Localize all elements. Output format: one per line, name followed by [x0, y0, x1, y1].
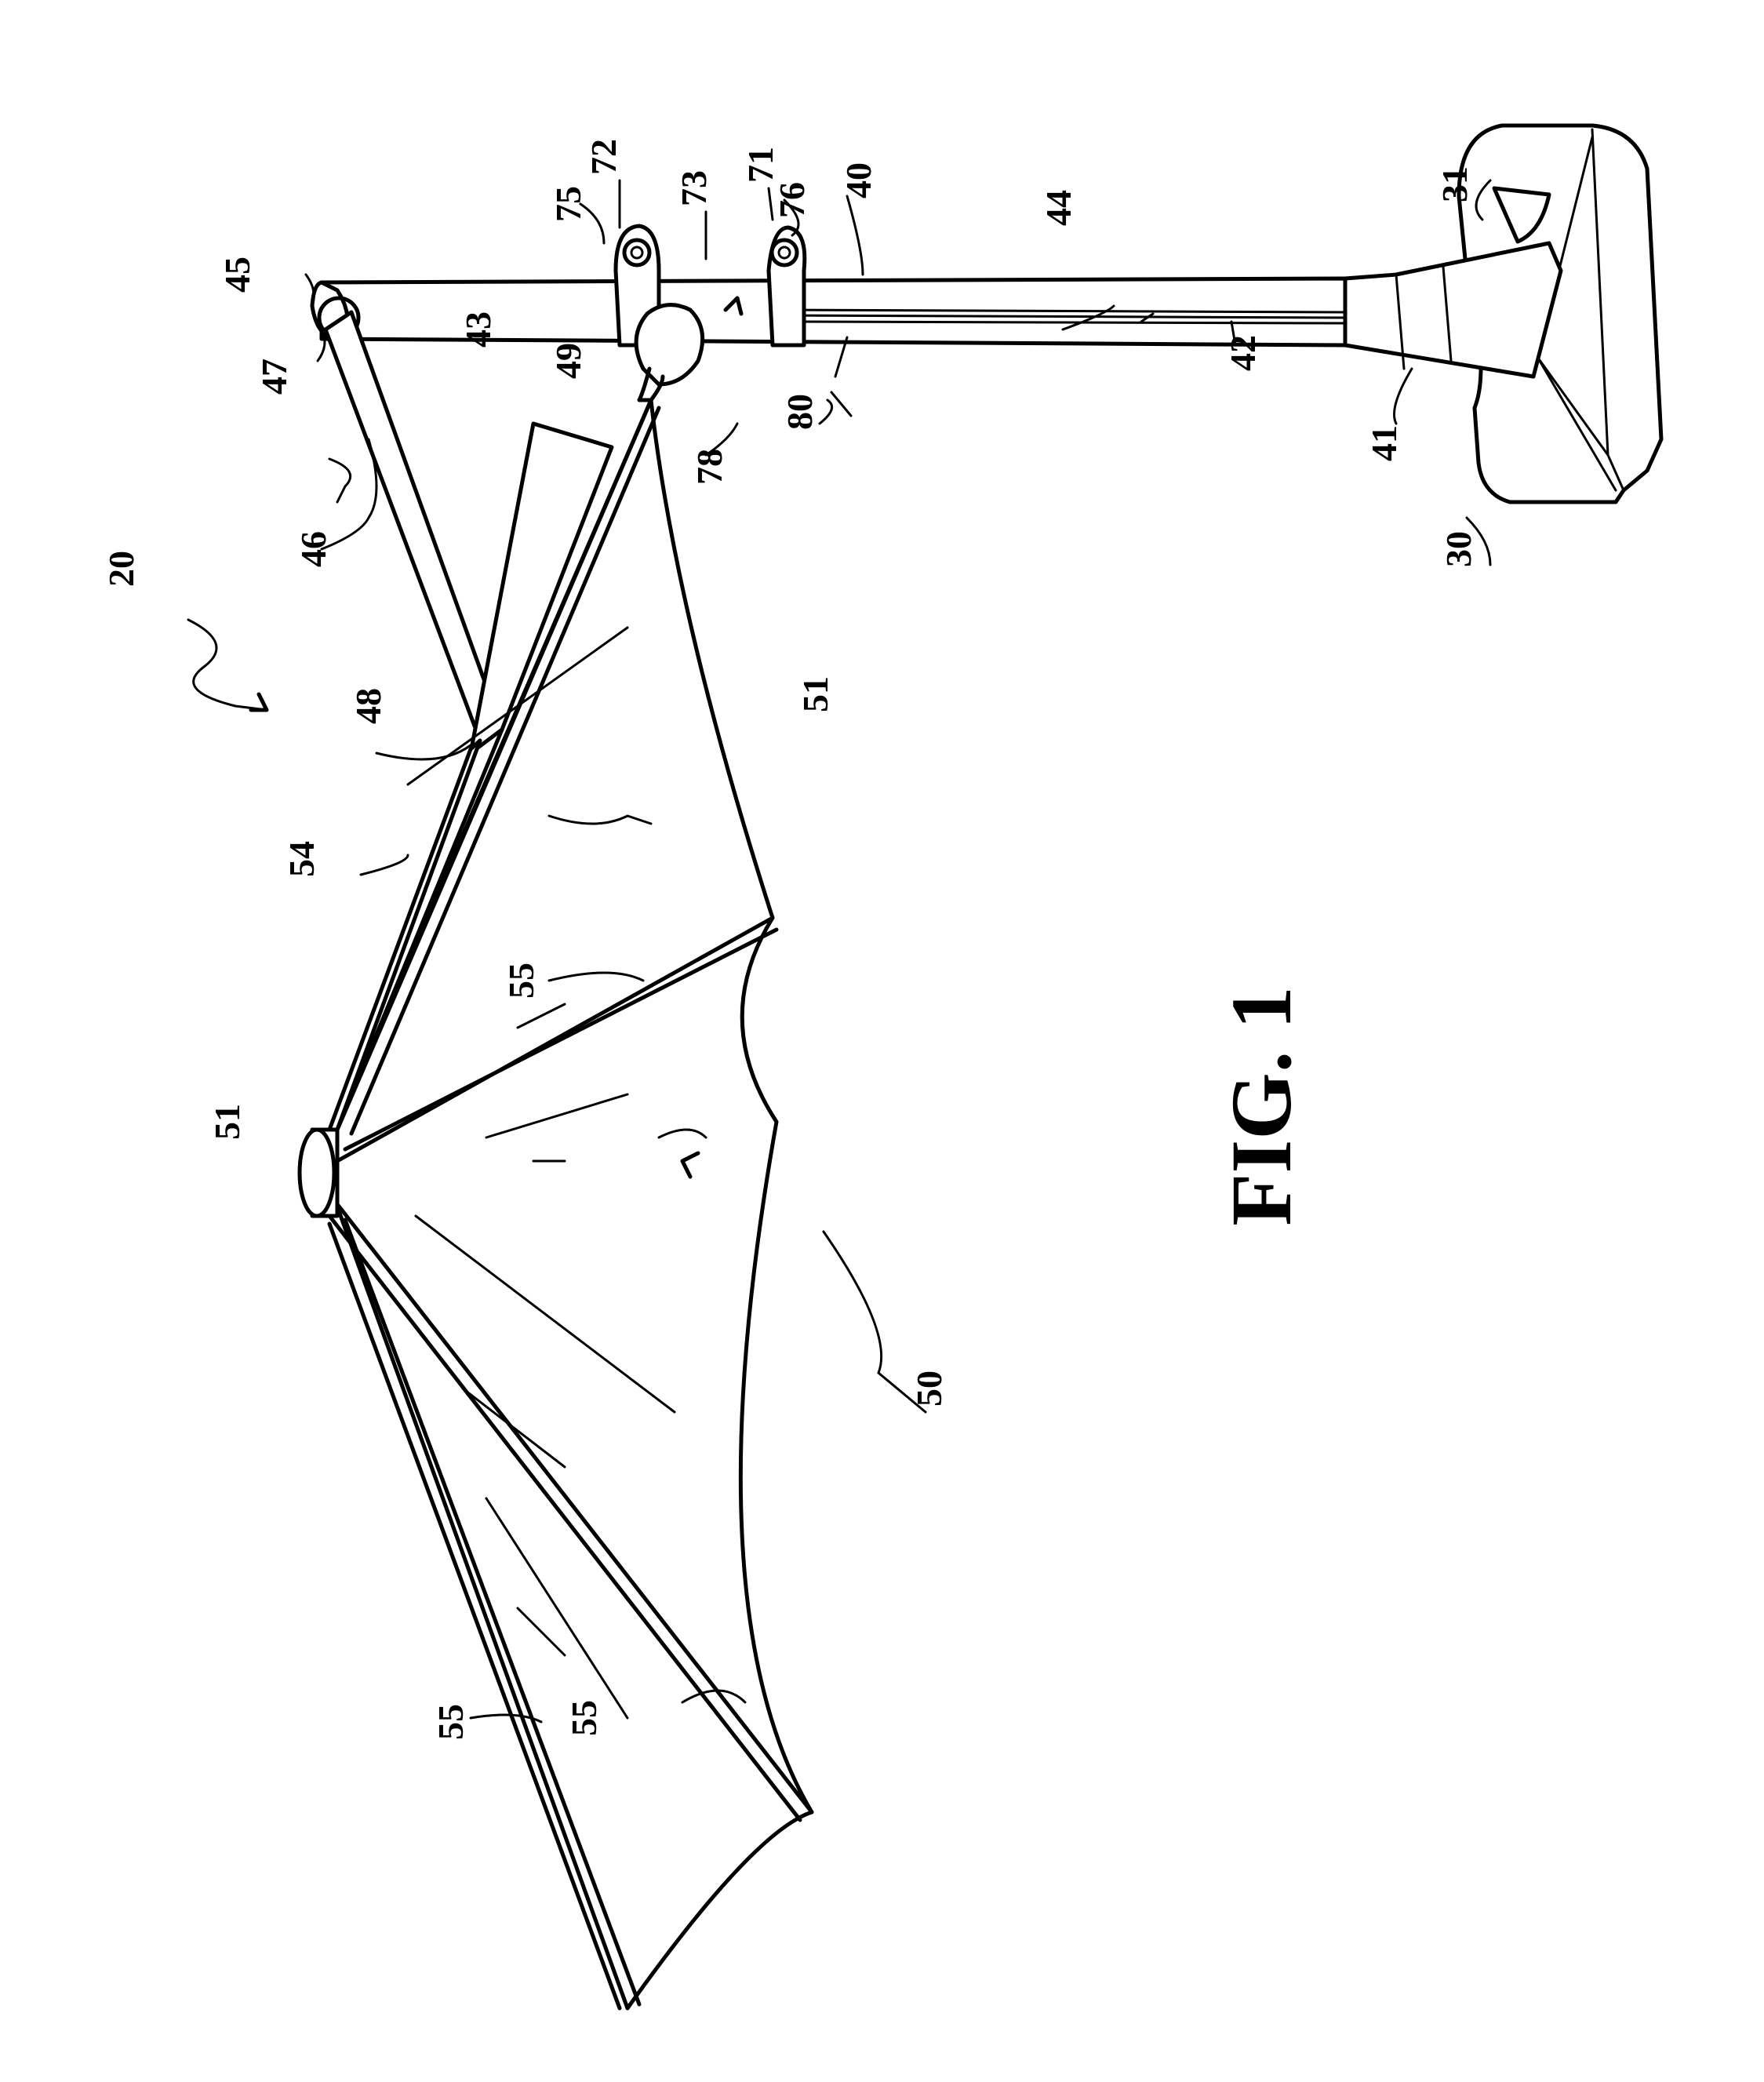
label-knob: 49	[548, 343, 588, 379]
label-bracket-assembly: 80	[780, 394, 820, 430]
pole-collar	[1345, 243, 1561, 377]
label-rib-middle: 55	[564, 1700, 604, 1736]
label-elbow: 45	[217, 257, 257, 293]
label-lower-section: 42	[1223, 335, 1263, 371]
label-elbow-pivot: 47	[254, 359, 294, 395]
bracket-lower	[769, 227, 805, 345]
label-upper-eye: 75	[548, 186, 588, 222]
label-hub: 51	[207, 1104, 247, 1140]
label-base-recess: 31	[1435, 166, 1475, 202]
label-collar: 41	[1364, 425, 1404, 461]
label-rib-upper: 55	[501, 963, 541, 999]
label-grooves: 44	[1038, 190, 1078, 226]
label-bracket-lower: 71	[740, 147, 780, 183]
label-apparatus: 20	[101, 551, 141, 587]
label-arm: 46	[293, 531, 333, 567]
label-bracket-band: 73	[674, 170, 714, 206]
arm	[326, 312, 502, 741]
label-edge-rib: 54	[282, 841, 322, 877]
label-arm-brace: 48	[348, 688, 388, 724]
label-canopy: 50	[909, 1370, 949, 1407]
label-lower-eye: 76	[772, 182, 812, 218]
label-bracket-upper: 72	[584, 139, 624, 175]
label-mount: 78	[689, 449, 729, 485]
canopy	[322, 400, 812, 2008]
knob	[636, 305, 703, 400]
label-rib-lower: 55	[431, 1704, 471, 1740]
label-upper-section: 43	[458, 311, 498, 348]
label-pole: 40	[838, 162, 878, 198]
labels: 20 45 47 46 48 54 51 55 55 55 51 50 43 4…	[101, 139, 1478, 1740]
label-canopy-panel: 51	[795, 676, 835, 712]
canopy-hub	[300, 1130, 337, 1216]
label-base: 30	[1438, 531, 1478, 567]
figure-title: FIG. 1	[1213, 986, 1309, 1226]
